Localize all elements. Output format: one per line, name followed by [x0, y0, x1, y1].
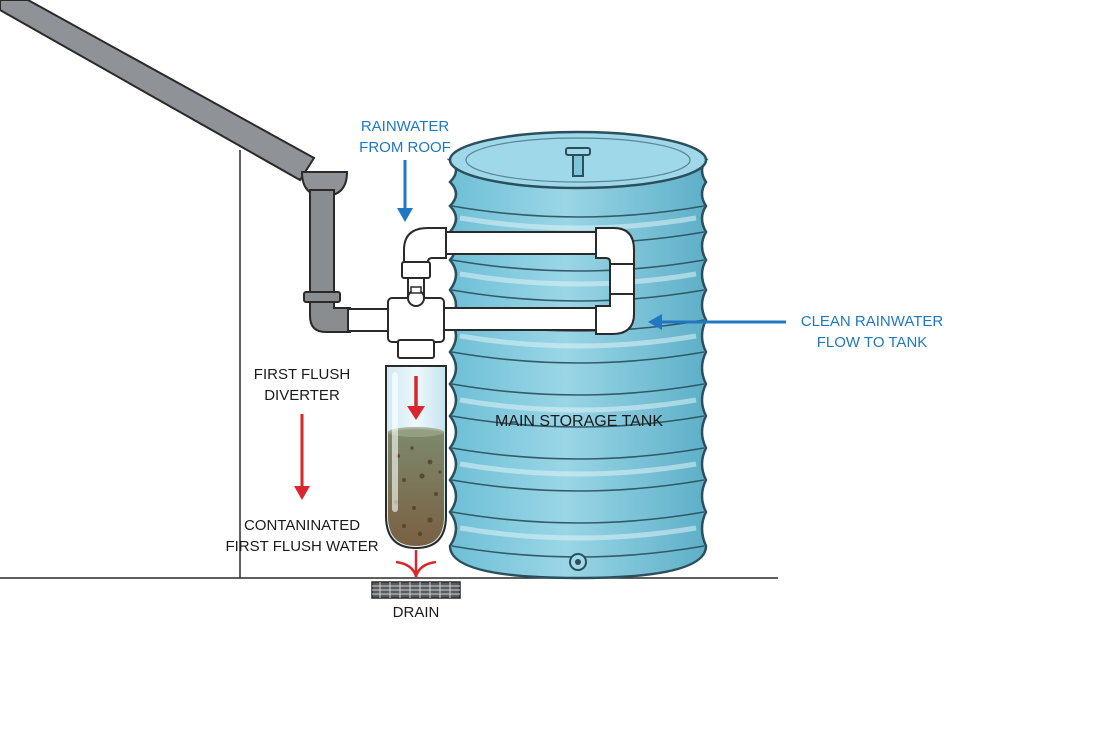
house-wall — [0, 150, 778, 579]
drain-grate-icon — [371, 581, 461, 599]
diverter-label-line-1: FIRST FLUSH — [253, 366, 351, 383]
main-storage-tank-label: MAIN STORAGE TANK — [494, 413, 664, 430]
downpipe — [303, 189, 351, 333]
diverter-label-line-2: DIVERTER — [264, 387, 340, 404]
left-arrow-icon-clean — [648, 314, 786, 330]
pvc-pipework — [347, 227, 635, 359]
down-arrow-icon-contaminated — [294, 414, 310, 500]
down-arrow-icon-rainwater — [397, 160, 413, 222]
down-arrow-icon-tube — [407, 376, 425, 420]
drip-splash-icon — [395, 550, 437, 578]
diverter-valve-icon — [407, 286, 425, 307]
contaminated-label-line-2: FIRST FLUSH WATER — [225, 538, 379, 555]
clean-label-line-1: CLEAN RAINWATER — [800, 313, 944, 330]
rainwater-from-roof-label: RAINWATER FROM ROOF — [348, 116, 462, 158]
first-flush-diverter-label: FIRST FLUSH DIVERTER — [246, 364, 358, 406]
rainwater-label-line-2: FROM ROOF — [359, 139, 451, 156]
clean-label-line-2: FLOW TO TANK — [816, 334, 928, 351]
roof — [0, 0, 316, 182]
clean-rainwater-label: CLEAN RAINWATER FLOW TO TANK — [790, 311, 954, 353]
drain-label: DRAIN — [392, 604, 440, 621]
tank-drain-valve-icon — [569, 553, 587, 571]
contaminated-label-line-1: CONTANINATED — [243, 517, 361, 534]
contaminated-water-label: CONTANINATED FIRST FLUSH WATER — [222, 515, 382, 557]
rainwater-label-line-1: RAINWATER — [360, 118, 450, 135]
first-flush-tube — [385, 365, 447, 550]
main-storage-tank — [446, 130, 709, 580]
tank-lid-knob-icon — [565, 147, 591, 177]
